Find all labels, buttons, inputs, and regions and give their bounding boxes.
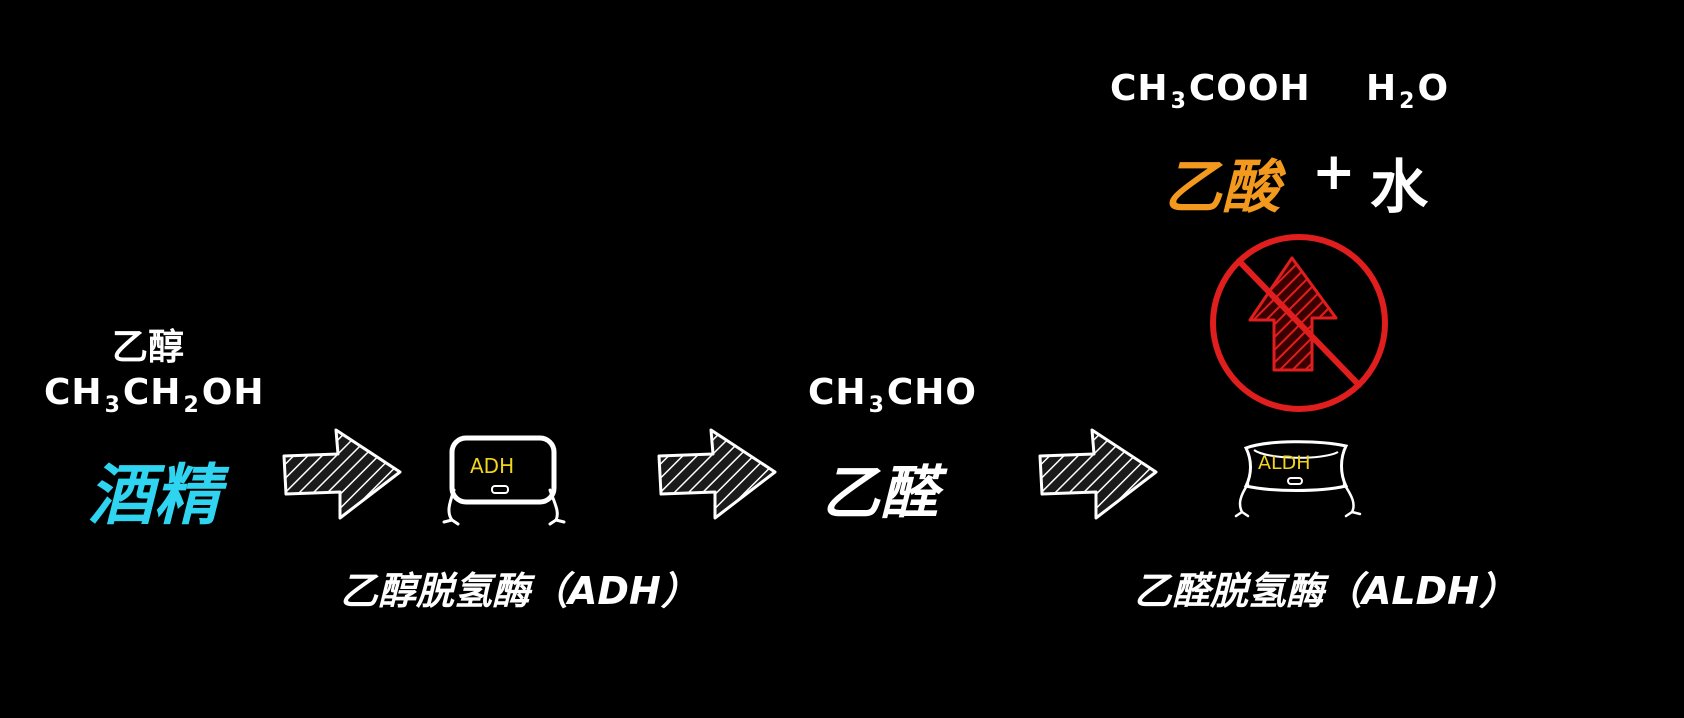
- adh-chip-label: ADH: [470, 454, 515, 478]
- prohibited-up-arrow-icon: [1210, 234, 1388, 412]
- aldh-enzyme-icon: [1234, 440, 1362, 518]
- right-arrow-icon: [1038, 428, 1158, 520]
- ethanol-formula: CH3CH2OH: [44, 372, 265, 418]
- ethanol-name: 乙醇: [112, 327, 185, 368]
- ethanol-common-name: 酒精: [88, 457, 220, 534]
- acetaldehyde-formula: CH3CHO: [808, 372, 978, 418]
- water-name: 水: [1370, 153, 1429, 221]
- right-arrow-icon: [282, 428, 402, 520]
- adh-enzyme-icon: [442, 435, 566, 526]
- right-arrow-icon: [657, 428, 777, 520]
- water-formula: H2O: [1366, 68, 1450, 114]
- aldh-chip-label: ALDH: [1258, 452, 1311, 474]
- adh-caption: 乙醇脱氢酶（ADH）: [340, 569, 699, 613]
- acetic-acid-formula: CH3COOH: [1110, 68, 1311, 114]
- aldh-caption: 乙醛脱氢酶（ALDH）: [1134, 569, 1517, 613]
- plus-sign: +: [1312, 142, 1356, 202]
- acetic-acid-name: 乙酸: [1164, 153, 1281, 221]
- acetaldehyde-name: 乙醛: [822, 459, 939, 527]
